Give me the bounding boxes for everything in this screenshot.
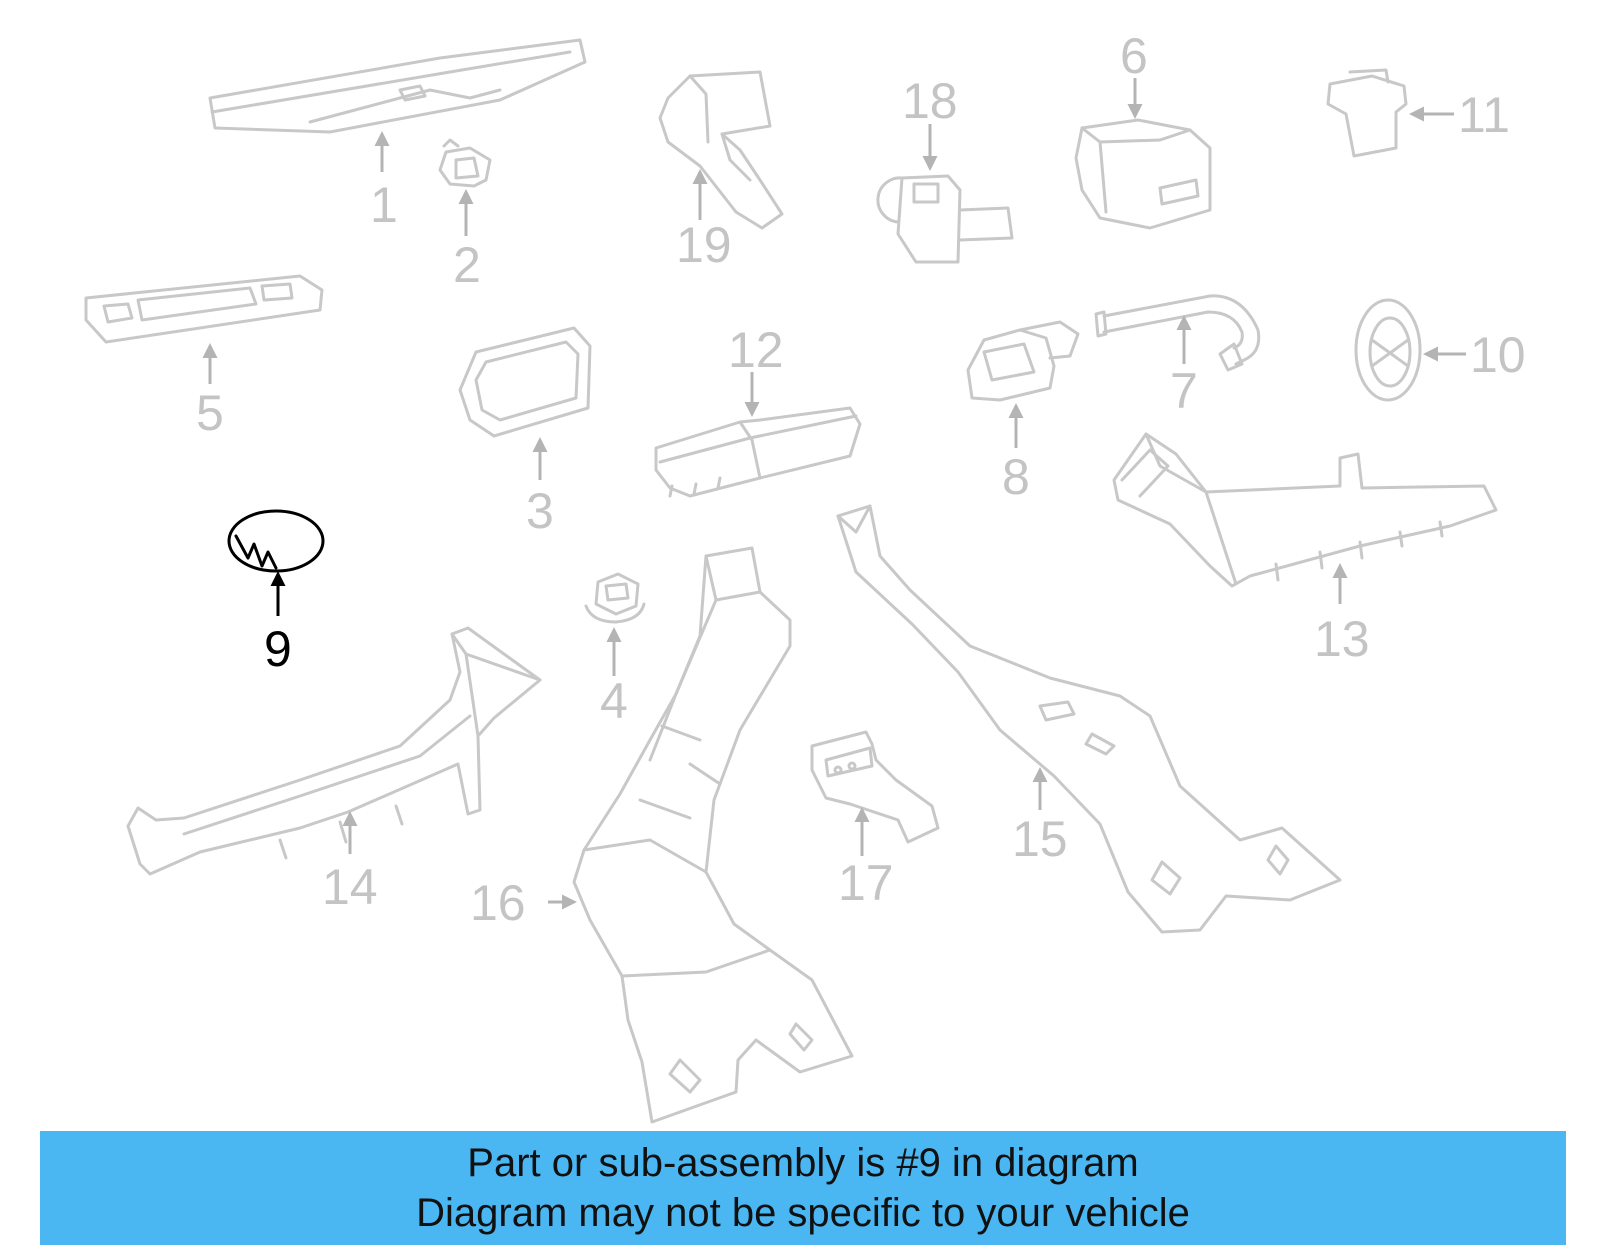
part-16[interactable]: 16 <box>470 546 854 1124</box>
part-2[interactable]: 2 <box>438 138 492 293</box>
part-4[interactable]: 4 <box>584 572 646 729</box>
part-label-1: 1 <box>370 177 398 233</box>
part-15[interactable]: 15 <box>836 504 1342 934</box>
part-label-2: 2 <box>453 237 481 293</box>
part-3[interactable]: 3 <box>458 326 592 539</box>
part-9[interactable]: 9 <box>227 509 325 677</box>
part-10[interactable]: 10 <box>1354 298 1526 402</box>
part-label-10: 10 <box>1470 327 1526 383</box>
part-label-8: 8 <box>1002 449 1030 505</box>
part-18[interactable]: 18 <box>876 73 1014 264</box>
part-label-6: 6 <box>1120 28 1148 84</box>
info-banner: Part or sub-assembly is #9 in diagram Di… <box>40 1131 1566 1245</box>
part-17[interactable]: 17 <box>810 730 940 911</box>
part-1[interactable]: 1 <box>208 38 587 233</box>
part-label-9: 9 <box>264 621 292 677</box>
part-label-18: 18 <box>902 73 958 129</box>
part-label-4: 4 <box>600 673 628 729</box>
part-label-3: 3 <box>526 483 554 539</box>
part-label-16: 16 <box>470 875 526 931</box>
part-label-11: 11 <box>1458 87 1510 143</box>
part-8[interactable]: 8 <box>966 320 1080 505</box>
part-label-14: 14 <box>322 859 378 915</box>
part-label-19: 19 <box>676 217 732 273</box>
part-7[interactable]: 7 <box>1094 294 1261 419</box>
part-label-13: 13 <box>1314 611 1370 667</box>
part-19[interactable]: 19 <box>658 70 784 273</box>
part-6[interactable]: 6 <box>1074 28 1212 230</box>
banner-line-2: Diagram may not be specific to your vehi… <box>416 1191 1190 1235</box>
part-13[interactable]: 13 <box>1112 432 1498 667</box>
part-label-15: 15 <box>1012 811 1068 867</box>
part-11[interactable]: 11 <box>1326 68 1510 158</box>
part-label-5: 5 <box>196 385 224 441</box>
part-label-7: 7 <box>1170 363 1198 419</box>
part-label-12: 12 <box>728 322 784 378</box>
banner-line-1: Part or sub-assembly is #9 in diagram <box>467 1141 1139 1185</box>
part-14[interactable]: 14 <box>126 626 542 915</box>
part-5[interactable]: 5 <box>84 274 324 441</box>
part-12[interactable]: 12 <box>654 322 862 498</box>
part-label-17: 17 <box>838 855 894 911</box>
